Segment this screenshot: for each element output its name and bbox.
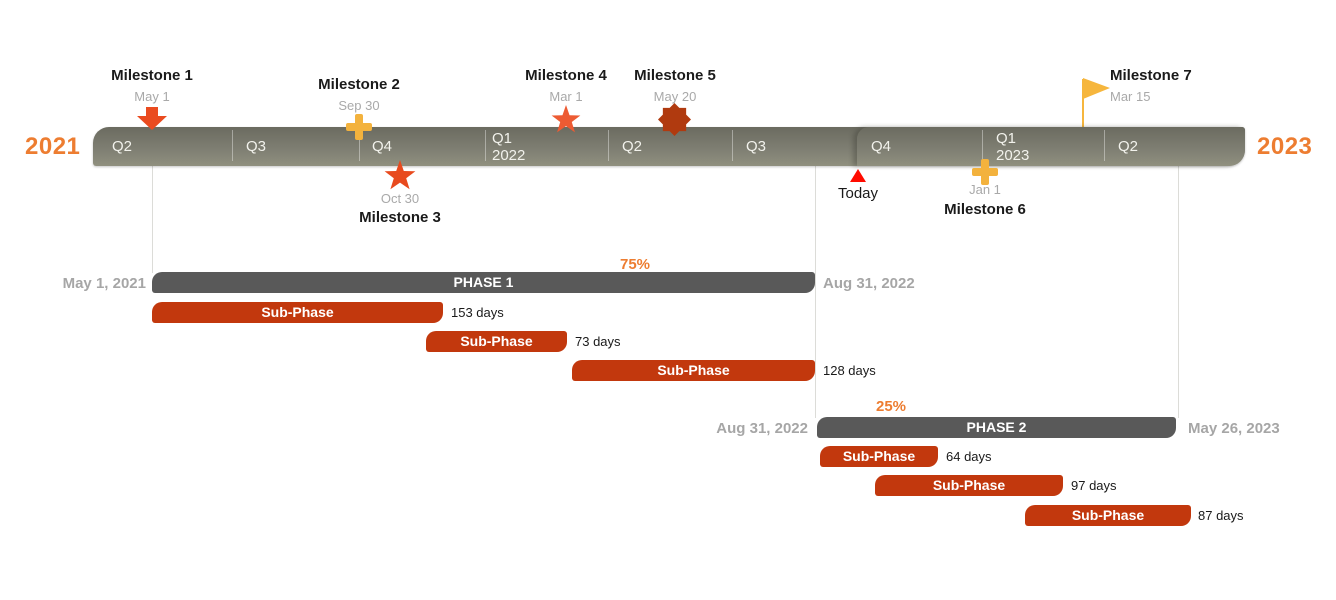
- phase-1-bar[interactable]: PHASE 1: [152, 272, 815, 293]
- plus-icon[interactable]: [346, 114, 372, 140]
- phase-2-bar[interactable]: PHASE 2: [817, 417, 1176, 438]
- milestone-4-label: Milestone 4: [525, 67, 607, 84]
- quarter-separator: [359, 130, 360, 161]
- subphase-bar[interactable]: Sub-Phase: [426, 331, 567, 352]
- subphase-duration: 73 days: [575, 334, 621, 349]
- quarter-separator: [232, 130, 233, 161]
- milestone-1-label: Milestone 1: [111, 67, 193, 84]
- phase-1-percent: 75%: [619, 256, 651, 273]
- timeline-band-remaining: [857, 127, 1245, 166]
- subphase-duration: 97 days: [1071, 478, 1117, 493]
- milestone-5-date: May 20: [653, 89, 697, 104]
- subphase-bar[interactable]: Sub-Phase: [152, 302, 443, 323]
- quarter-label-q2-2023: Q2: [1118, 138, 1139, 155]
- year-end-label: 2023: [1257, 133, 1313, 160]
- phase-2-start-date: Aug 31, 2022: [716, 420, 808, 437]
- subphase-bar[interactable]: Sub-Phase: [875, 475, 1063, 496]
- quarter-label-q4-2021: Q4: [372, 138, 393, 155]
- seal-icon[interactable]: [658, 103, 691, 136]
- quarter-separator: [485, 130, 486, 161]
- phase-1-name: PHASE 1: [453, 274, 514, 290]
- milestone7-flag-pole: [1082, 79, 1084, 127]
- today-label: Today: [837, 185, 879, 202]
- milestone-1-date: May 1: [134, 89, 170, 104]
- milestone-5-label: Milestone 5: [634, 67, 716, 84]
- phase-boundary-guide-line: [815, 166, 816, 418]
- arrow-down-icon[interactable]: [137, 107, 167, 130]
- quarter-label-q3-2021: Q3: [246, 138, 267, 155]
- quarter-separator: [1104, 130, 1105, 161]
- subphase-bar[interactable]: Sub-Phase: [572, 360, 815, 381]
- quarter-separator: [608, 130, 609, 161]
- today-marker-icon[interactable]: [850, 169, 866, 182]
- subphase-duration: 64 days: [946, 449, 992, 464]
- milestone-2-date: Sep 30: [338, 98, 380, 113]
- phase-2-end-date: May 26, 2023: [1188, 420, 1280, 437]
- milestone-6-label: Milestone 6: [944, 201, 1026, 218]
- milestone-6-date: Jan 1: [969, 182, 1001, 197]
- milestone-2-label: Milestone 2: [318, 76, 400, 93]
- subphase-duration: 87 days: [1198, 508, 1244, 523]
- milestone-3-label: Milestone 3: [359, 209, 441, 226]
- quarter-label-q2-2021: Q2: [112, 138, 133, 155]
- subphase-bar[interactable]: Sub-Phase: [820, 446, 938, 467]
- quarter-label-q4-2022: Q4: [871, 138, 892, 155]
- star-icon[interactable]: [551, 105, 581, 133]
- phase-1-start-date: May 1, 2021: [62, 275, 146, 292]
- phase-2-name: PHASE 2: [966, 419, 1027, 435]
- year-start-label: 2021: [25, 133, 81, 160]
- quarter-label-q3-2022: Q3: [746, 138, 767, 155]
- phase2-end-guide-line: [1178, 166, 1179, 418]
- phase-1-end-date: Aug 31, 2022: [823, 275, 915, 292]
- milestone1-guide-line: [152, 166, 153, 273]
- phase-2-percent: 25%: [875, 398, 907, 415]
- plus-icon[interactable]: [972, 159, 998, 185]
- milestone-7-date: Mar 15: [1110, 89, 1151, 104]
- milestone-3-date: Oct 30: [380, 191, 420, 206]
- milestone-7-label: Milestone 7: [1110, 67, 1192, 84]
- subphase-duration: 128 days: [823, 363, 876, 378]
- quarter-label-q2-2022: Q2: [622, 138, 643, 155]
- milestone-4-date: Mar 1: [549, 89, 583, 104]
- quarter-separator: [982, 130, 983, 161]
- subphase-bar[interactable]: Sub-Phase: [1025, 505, 1191, 526]
- subphase-duration: 153 days: [451, 305, 504, 320]
- quarter-separator: [732, 130, 733, 161]
- star-icon[interactable]: [384, 160, 416, 190]
- flag-icon[interactable]: [1083, 78, 1110, 105]
